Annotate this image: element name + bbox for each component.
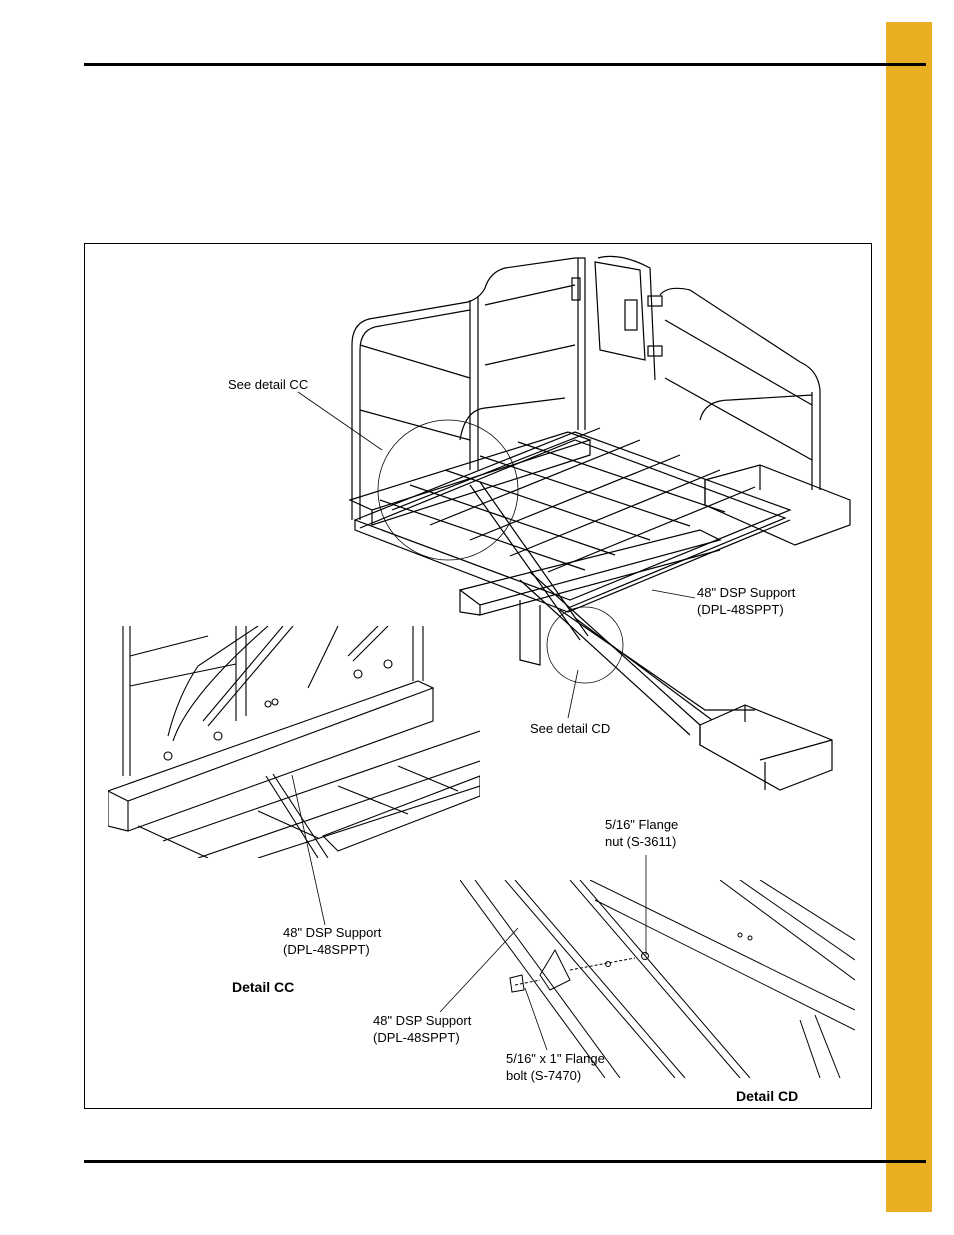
lower-box-support (699, 704, 833, 791)
label-dsp-support-cc-line2: (DPL-48SPPT) (283, 942, 370, 957)
label-detail-cc: Detail CC (232, 979, 295, 995)
label-see-detail-cd: See detail CD (530, 721, 611, 736)
label-dsp-support-cd: 48" DSP Support (DPL-48SPPT) (373, 1012, 471, 1046)
leader-dsp-support-main (651, 589, 696, 599)
handrail-assembly (351, 255, 821, 520)
label-dsp-support-cc: 48" DSP Support (DPL-48SPPT) (283, 924, 381, 958)
label-flange-nut: 5/16" Flange nut (S-3611) (605, 816, 678, 850)
detail-cc-view (108, 626, 480, 858)
label-dsp-support-cd-line2: (DPL-48SPPT) (373, 1030, 460, 1045)
label-dsp-support-main-line1: 48" DSP Support (697, 585, 796, 600)
leader-flange-bolt (524, 987, 548, 1051)
label-dsp-support-main-line2: (DPL-48SPPT) (697, 602, 784, 617)
label-flange-bolt-line1: 5/16" x 1" Flange (506, 1051, 605, 1066)
detail-cc-drawing (108, 626, 480, 858)
label-dsp-support-cd-line1: 48" DSP Support (373, 1013, 472, 1028)
label-flange-nut-line2: nut (S-3611) (605, 834, 677, 849)
label-flange-bolt-line2: bolt (S-7470) (506, 1068, 582, 1083)
label-dsp-support-main: 48" DSP Support (DPL-48SPPT) (697, 584, 795, 618)
footer-rule (84, 1160, 926, 1163)
leader-dsp-support-cc (291, 774, 326, 926)
label-flange-nut-line1: 5/16" Flange (605, 817, 679, 832)
detail-cc-callout-circle (377, 419, 519, 561)
section-color-tab (886, 22, 932, 1212)
label-flange-bolt: 5/16" x 1" Flange bolt (S-7470) (506, 1050, 605, 1084)
label-dsp-support-cc-line1: 48" DSP Support (283, 925, 382, 940)
dsp-support-diagonal (469, 481, 755, 736)
detail-cd-drawing (460, 880, 855, 1078)
deck-platform (348, 427, 851, 616)
detail-cd-callout-circle (546, 606, 624, 684)
detail-cd-view (460, 880, 855, 1078)
label-see-detail-cc: See detail CC (228, 377, 309, 392)
label-detail-cd: Detail CD (736, 1088, 799, 1104)
figure-frame (84, 243, 872, 1109)
leader-see-detail-cc (297, 391, 383, 451)
leader-dsp-support-cd (439, 927, 519, 1013)
leader-see-detail-cd (567, 669, 579, 719)
header-rule (84, 63, 926, 66)
